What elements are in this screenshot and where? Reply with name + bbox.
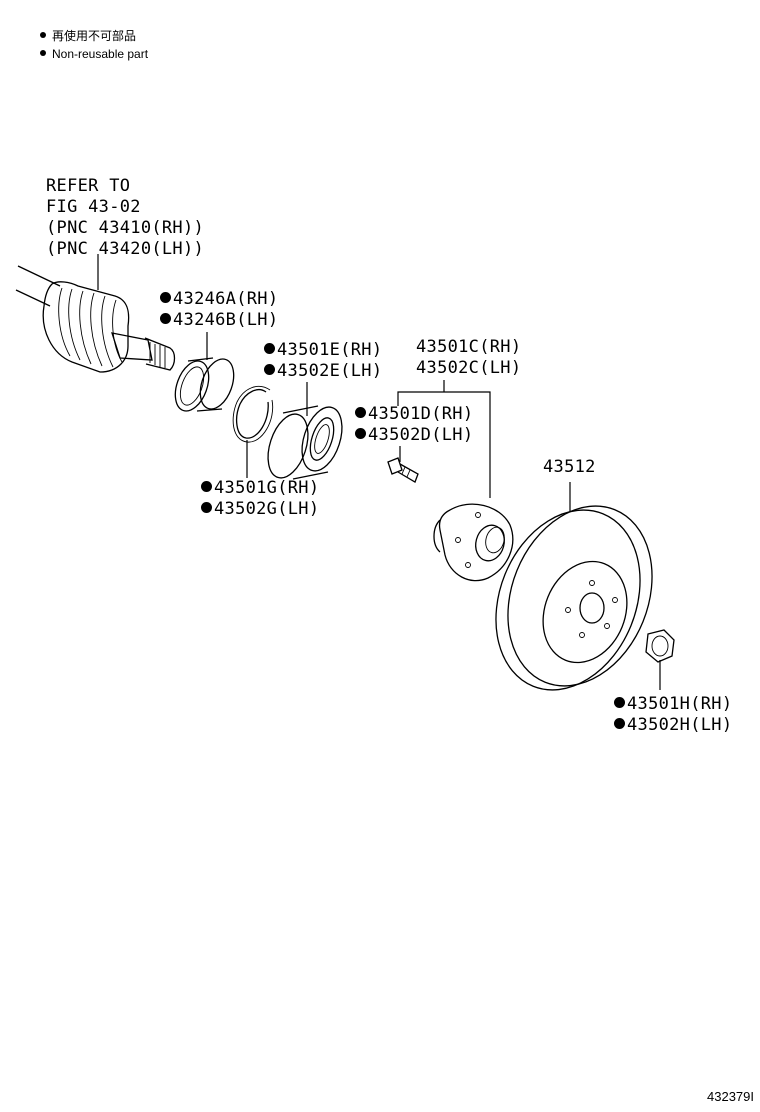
legend-en-text: Non-reusable part: [52, 47, 149, 61]
non-reusable-bullet-icon: [614, 697, 625, 708]
label-43246: 43246A(RH) 43246B(LH): [160, 289, 278, 331]
part-number: 43246B(LH): [173, 310, 279, 330]
hub-bolt-drawing: [387, 457, 419, 483]
refer-line-1: REFER TO: [46, 176, 131, 196]
non-reusable-dot-icon: [40, 32, 46, 38]
label-43501e: 43501E(RH) 43502E(LH): [264, 340, 382, 382]
part-number: 43502H(LH): [627, 715, 733, 735]
part-number: 43512: [543, 457, 596, 477]
label-refer-fig: REFER TO FIG 43-02 (PNC 43410(RH)) (PNC …: [46, 176, 204, 260]
part-number: 43501E(RH): [277, 340, 383, 360]
part-number: 43501G(RH): [214, 478, 320, 498]
non-reusable-dot-icon: [40, 50, 46, 56]
label-43501h: 43501H(RH) 43502H(LH): [614, 694, 732, 736]
refer-line-3: (PNC 43410(RH)): [46, 218, 205, 238]
non-reusable-bullet-icon: [264, 343, 275, 354]
axle-hub-drawing: [433, 503, 514, 582]
bearing-sleeve-drawing: [174, 357, 235, 412]
legend-en: Non-reusable part: [40, 47, 148, 61]
non-reusable-bullet-icon: [160, 292, 171, 303]
drive-shaft-drawing: [15, 265, 176, 373]
refer-line-4: (PNC 43420(LH)): [46, 239, 205, 259]
part-number: 43246A(RH): [173, 289, 279, 309]
part-number: 43502C(LH): [416, 358, 522, 378]
lock-nut-drawing: [645, 629, 675, 663]
legend-jp: 再使用不可部品: [40, 29, 136, 43]
part-number: 43502E(LH): [277, 361, 383, 381]
label-43501c: 43501C(RH) 43502C(LH): [416, 337, 521, 379]
non-reusable-bullet-icon: [201, 502, 212, 513]
non-reusable-bullet-icon: [264, 364, 275, 375]
legend-jp-text: 再使用不可部品: [52, 29, 137, 43]
part-number: 43501C(RH): [416, 337, 522, 357]
non-reusable-bullet-icon: [355, 407, 366, 418]
part-number: 43501D(RH): [368, 404, 474, 424]
hub-bearing-drawing: [267, 405, 343, 480]
non-reusable-bullet-icon: [201, 481, 212, 492]
leader-lines: [97, 254, 661, 690]
snap-ring-drawing: [232, 386, 274, 443]
label-43501g: 43501G(RH) 43502G(LH): [201, 478, 319, 520]
non-reusable-bullet-icon: [355, 428, 366, 439]
part-number: 43502G(LH): [214, 499, 320, 519]
refer-line-2: FIG 43-02: [46, 197, 141, 217]
non-reusable-bullet-icon: [160, 313, 171, 324]
diagram-id: 432379I: [707, 1089, 754, 1104]
non-reusable-bullet-icon: [614, 718, 625, 729]
label-43512: 43512: [543, 457, 596, 478]
label-43501d: 43501D(RH) 43502D(LH): [355, 404, 473, 446]
part-number: 43501H(RH): [627, 694, 733, 714]
part-number: 43502D(LH): [368, 425, 474, 445]
disc-rotor-drawing: [495, 505, 653, 691]
